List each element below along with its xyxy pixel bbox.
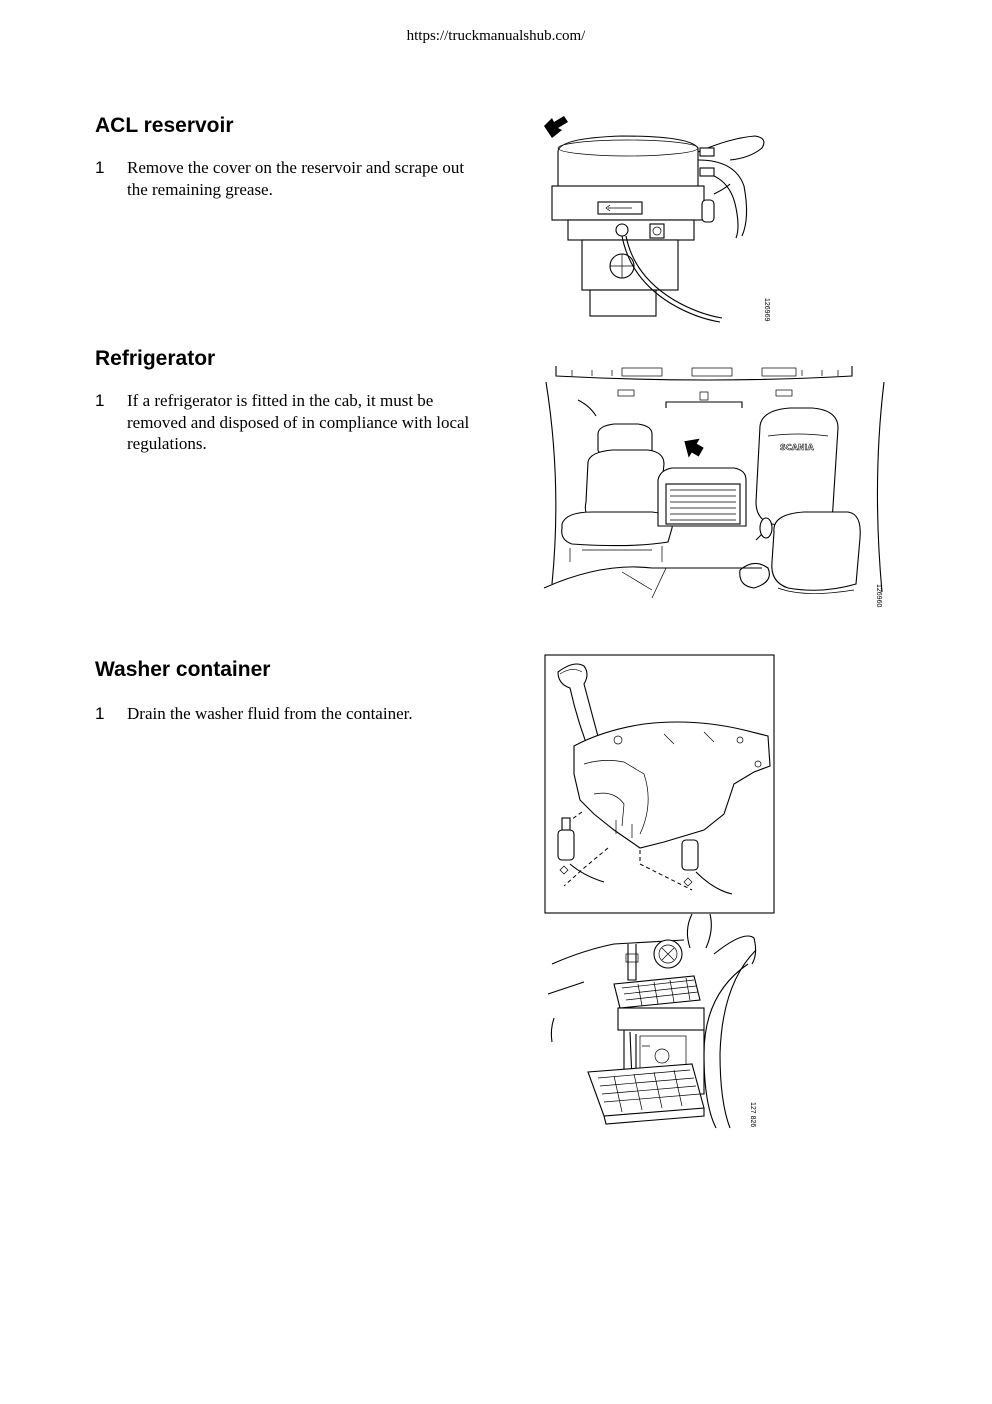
section-title-refrigerator: Refrigerator [95, 347, 216, 370]
detail-frame [544, 654, 775, 914]
step-number: 1 [95, 158, 105, 177]
arrow-icon [544, 116, 568, 138]
seat-logo: SCANIA [780, 443, 814, 452]
step-acl-reservoir-1: 1 Remove the cover on the reservoir and … [95, 157, 485, 200]
step-number: 1 [95, 704, 105, 723]
section-title-acl-reservoir: ACL reservoir [95, 114, 234, 137]
figure-id: 127 826 [749, 1102, 756, 1128]
step-washer-container-1: 1 Drain the washer fluid from the contai… [95, 703, 485, 725]
washer-container-illustration: 127 826 [544, 654, 776, 1134]
step-refrigerator-1: 1 If a refrigerator is fitted in the cab… [95, 390, 485, 455]
cab-interior-drawing: SCANIA [543, 366, 885, 599]
washer-container-drawing [544, 654, 775, 1129]
step-text: Remove the cover on the reservoir and sc… [127, 158, 465, 199]
figure-id: 126969 [763, 298, 770, 322]
acl-reservoir-illustration: 126969 [530, 108, 780, 330]
header-url: https://truckmanualshub.com/ [406, 28, 586, 44]
acl-reservoir-drawing [544, 116, 765, 323]
step-text: If a refrigerator is fitted in the cab, … [127, 391, 470, 453]
section-title-washer-container: Washer container [95, 658, 271, 681]
arrow-icon [684, 438, 704, 458]
refrigerator-cab-illustration: SCANIA 126960 [542, 362, 892, 610]
figure-id: 126960 [875, 584, 882, 608]
step-text: Drain the washer fluid from the containe… [127, 704, 413, 723]
step-number: 1 [95, 391, 105, 410]
